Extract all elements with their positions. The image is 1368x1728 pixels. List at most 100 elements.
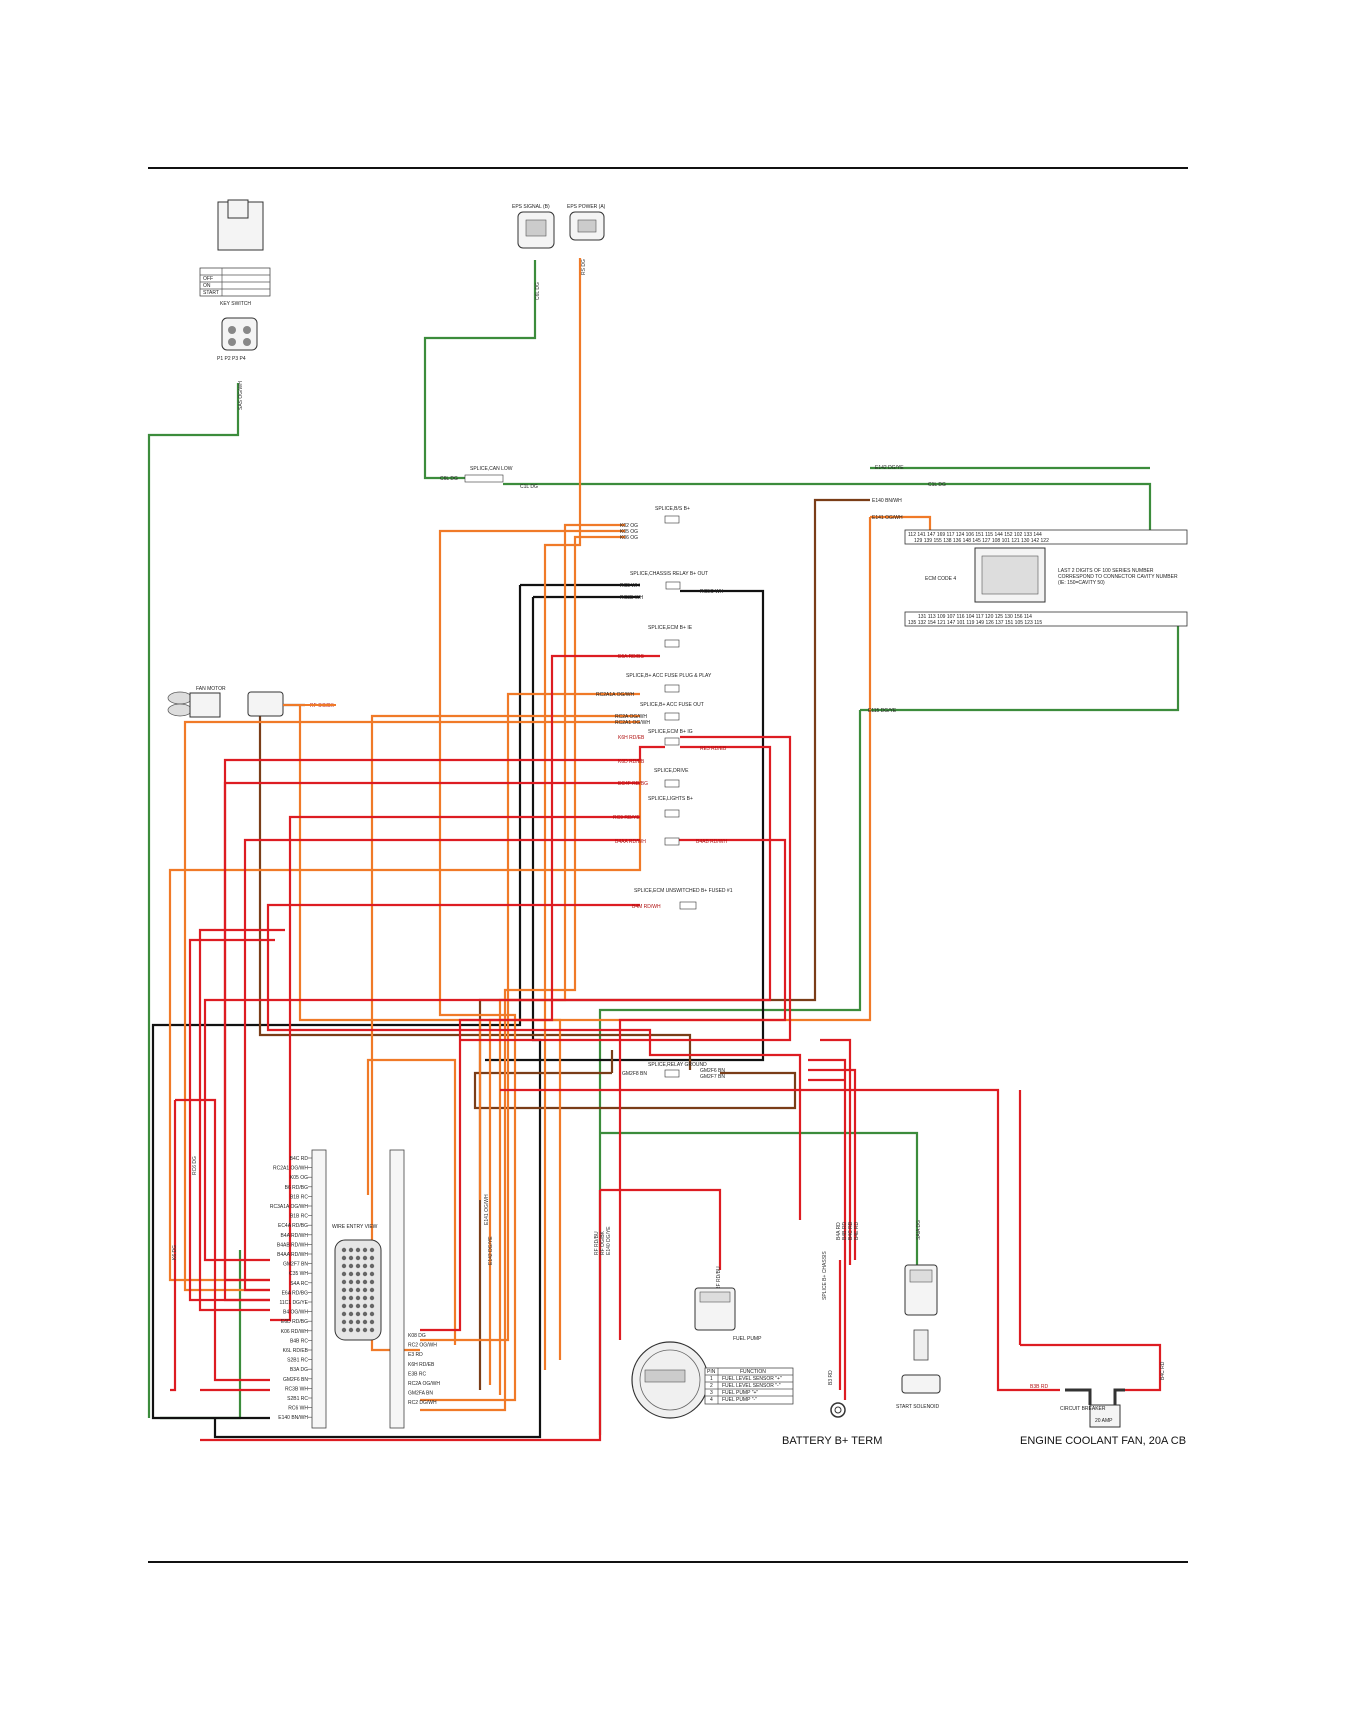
start-solenoid-body bbox=[901, 1374, 941, 1394]
splice-ecm-ig-label: SPLICE,ECM B+ IG bbox=[648, 729, 693, 735]
splice-acc-plug-wire: RC2A1A OG/WH bbox=[596, 692, 634, 698]
cavity bbox=[362, 1287, 368, 1293]
wire-red bbox=[200, 1190, 602, 1442]
cavity bbox=[341, 1287, 347, 1293]
connector-left-label: RC3B WH bbox=[285, 1386, 308, 1392]
fuel-pump-table bbox=[704, 1367, 794, 1405]
vlabel-rc6: RC6 DG bbox=[192, 1156, 198, 1175]
wire-red bbox=[175, 1098, 270, 1382]
ecm-wire-e142: E142 DG/YE bbox=[875, 465, 904, 471]
breaker-body bbox=[1089, 1404, 1121, 1428]
fuel-pump-wire: RF RD/BU bbox=[716, 1266, 722, 1290]
wire-black bbox=[485, 589, 765, 1062]
ecm-note: LAST 2 DIGITS OF 100 SERIES NUMBER CORRE… bbox=[1058, 568, 1178, 586]
cavity bbox=[355, 1263, 361, 1269]
cavity bbox=[348, 1255, 354, 1261]
fan-motor: FAN MOTOR RF OG/BK bbox=[167, 686, 336, 718]
wire-orange bbox=[420, 529, 625, 1402]
wire-red bbox=[223, 745, 665, 1282]
ecm-wire-e140: E140 BN/WH bbox=[872, 498, 902, 504]
splice-ecm-ig-wire-2: K6D RD/EB bbox=[618, 759, 645, 765]
start-solenoid-label: START SOLENOID bbox=[896, 1404, 939, 1410]
cavity bbox=[355, 1271, 361, 1277]
fuel-table-function: FUEL LEVEL SENSOR "+" bbox=[722, 1376, 782, 1382]
connector-left-label: S2B1 RC bbox=[287, 1396, 308, 1402]
connector-left-label: B4 OG/WH bbox=[283, 1310, 308, 1316]
battery-terminal-label: BATTERY B+ TERM bbox=[782, 1435, 882, 1447]
connector-left-label: RC2A1 OG/WH bbox=[273, 1166, 308, 1172]
wire-green bbox=[600, 1131, 919, 1270]
splice-chassis-label: SPLICE,CHASSIS RELAY B+ OUT bbox=[630, 571, 708, 577]
wire-red bbox=[618, 838, 787, 1340]
key-switch-connector bbox=[221, 317, 258, 351]
vlabel-b3: B3 RD bbox=[828, 1370, 834, 1385]
key-switch-wire: SAS OG/WH bbox=[238, 381, 244, 410]
connector-left-label: B1B RC bbox=[290, 1194, 308, 1200]
connector-right-label: RC2A OG/WH bbox=[408, 1381, 440, 1387]
splice-ecm-ie-wire: E6A RD/BS bbox=[618, 654, 645, 660]
ecm-bottom-pins-2: 135 132 154 121 147 101 119 149 126 137 … bbox=[908, 620, 1042, 626]
wire-red bbox=[188, 938, 275, 1302]
splice-relay-ground-label: SPLICE,RELAY GROUND bbox=[648, 1062, 707, 1068]
wires bbox=[147, 258, 1180, 1442]
fuel-table-function: FUEL PUMP "-" bbox=[722, 1397, 757, 1403]
splice-bs-label: SPLICE,B/S B+ bbox=[655, 506, 690, 512]
cavity bbox=[355, 1303, 361, 1309]
cavity bbox=[369, 1279, 375, 1285]
fuel-table-function: FUEL LEVEL SENSOR "-" bbox=[722, 1383, 781, 1389]
battery-splice-label: SPLICE B+ CHASSIS bbox=[822, 1251, 828, 1300]
connector-right-label: K08 DG bbox=[408, 1333, 426, 1339]
cavity bbox=[362, 1319, 368, 1325]
cavity bbox=[348, 1271, 354, 1277]
connector-left-label: E6D RD/BG bbox=[281, 1319, 308, 1325]
ecm-wire-e115: E115 DG/YE bbox=[868, 708, 897, 714]
key-switch-row-on: ON bbox=[203, 283, 211, 289]
fuel-table-header-function: FUNCTION bbox=[740, 1369, 766, 1375]
wire-red bbox=[808, 1068, 857, 1260]
cavity bbox=[369, 1311, 375, 1317]
ecm-bottom-pin-row bbox=[904, 611, 1188, 627]
fuel-table-pin: 4 bbox=[710, 1397, 713, 1403]
wire-orange bbox=[183, 720, 640, 1292]
connector-left-label: RC6 WH bbox=[288, 1406, 308, 1412]
cavity bbox=[348, 1279, 354, 1285]
cavity bbox=[348, 1327, 354, 1333]
splice-chassis-right: RC5C WH bbox=[700, 589, 724, 595]
connector-left-label: B1B RC bbox=[290, 1214, 308, 1220]
splice-ecm-ig-wire-1: K6H RD/EB bbox=[618, 735, 645, 741]
cavity bbox=[369, 1295, 375, 1301]
wire-red bbox=[243, 838, 640, 1292]
cavity bbox=[369, 1247, 375, 1253]
cavity bbox=[369, 1319, 375, 1325]
cavity bbox=[369, 1327, 375, 1333]
cavity bbox=[355, 1295, 361, 1301]
splice-acc-out-label: SPLICE,B+ ACC FUSE OUT bbox=[640, 702, 704, 708]
wire-red bbox=[1020, 1343, 1162, 1392]
cavity bbox=[362, 1271, 368, 1277]
cavity bbox=[362, 1311, 368, 1317]
key-switch-pins: P1 P2 P3 P4 bbox=[217, 356, 246, 362]
cavity bbox=[348, 1263, 354, 1269]
cavity bbox=[341, 1311, 347, 1317]
connector-left-label: GM2F6 BN bbox=[283, 1377, 308, 1383]
wire-red bbox=[820, 1038, 852, 1265]
splice-relay-ground-right-2: GM2F7 BN bbox=[700, 1074, 725, 1080]
connector-left-label: RC3A1A OG/WH bbox=[270, 1204, 308, 1210]
fan-motor-label: FAN MOTOR bbox=[196, 686, 226, 692]
ecm-bottom-pins: 131 113 109 107 116 104 117 120 125 130 … bbox=[918, 614, 1032, 620]
splice-acc-plug-label: SPLICE,B+ ACC FUSE PLUG & PLAY bbox=[626, 673, 712, 679]
cavity bbox=[355, 1327, 361, 1333]
splice-bs-wire-3: K06 OG bbox=[620, 535, 638, 541]
cavity bbox=[355, 1319, 361, 1325]
wire-orange bbox=[168, 758, 642, 1282]
fan-icon bbox=[167, 691, 193, 705]
connector-left-label: E6A RD/BG bbox=[282, 1290, 309, 1296]
cavity bbox=[362, 1327, 368, 1333]
wire-red bbox=[170, 1100, 177, 1392]
splice-drive-label: SPLICE,DRIVE bbox=[654, 768, 689, 774]
splice-b4-right: B4AB RD/WH bbox=[696, 839, 728, 845]
battery-terminal: BATTERY B+ TERM bbox=[782, 1402, 882, 1447]
splice-chassis-wire-1: RC5 WH bbox=[620, 583, 640, 589]
